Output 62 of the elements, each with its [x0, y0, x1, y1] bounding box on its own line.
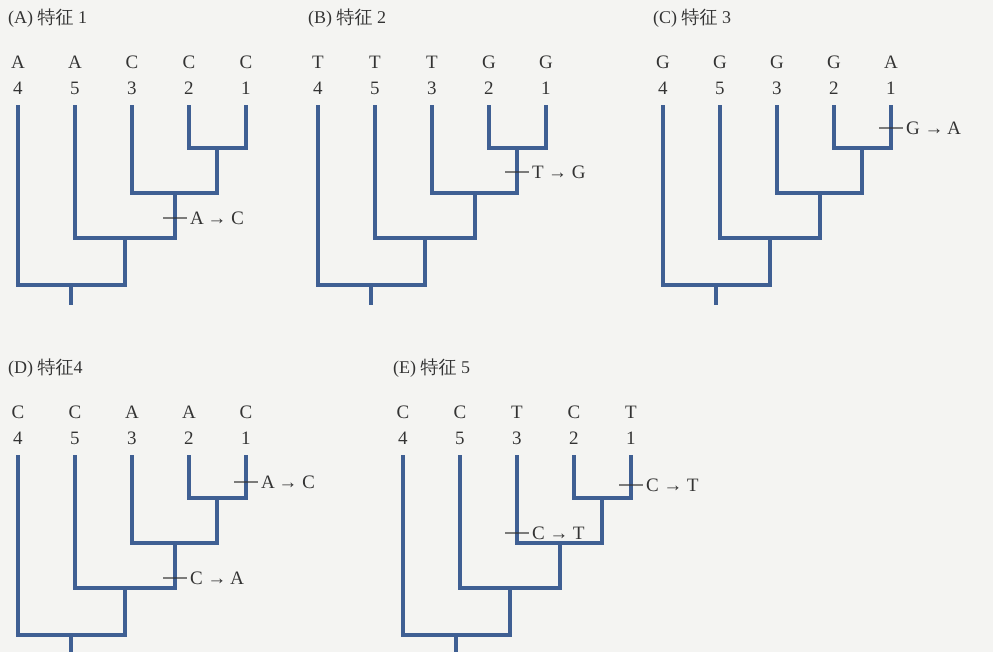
taxon-number: 5: [715, 78, 724, 98]
base-label: G: [482, 52, 496, 72]
base-label: A: [125, 402, 139, 422]
taxon-number: 4: [13, 428, 22, 448]
mutation-label: C → T: [646, 476, 698, 494]
base-label: G: [713, 52, 727, 72]
mutation-label: A → C: [261, 472, 315, 492]
taxon-number: 4: [13, 78, 22, 98]
base-label: C: [240, 52, 252, 72]
panel-title: (A) 特征 1: [8, 8, 87, 26]
base-label: G: [770, 52, 784, 72]
base-label: G: [539, 52, 553, 72]
taxon-number: 3: [427, 78, 436, 98]
base-label: C: [68, 402, 82, 422]
taxon-number: 2: [569, 428, 578, 448]
taxon-number: 1: [241, 428, 250, 448]
base-label: T: [426, 52, 438, 72]
taxon-number: 2: [484, 78, 494, 98]
base-label: C: [240, 402, 252, 422]
taxon-number: 4: [313, 78, 322, 98]
taxon-number: 1: [626, 428, 636, 448]
base-label: C: [182, 52, 196, 72]
taxon-number: 3: [127, 428, 136, 448]
taxon-number: 3: [772, 78, 782, 98]
mutation-label: T → G: [532, 162, 586, 182]
base-label: C: [396, 402, 410, 422]
taxon-number: 3: [512, 428, 522, 448]
base-label: C: [12, 402, 24, 422]
base-label: G: [656, 52, 670, 72]
mutation-label: C → T: [532, 524, 584, 542]
taxon-number: 4: [398, 428, 408, 448]
base-label: C: [126, 52, 138, 72]
base-label: G: [827, 52, 841, 72]
panel-title: (C) 特征 3: [653, 8, 731, 26]
base-label: A: [884, 52, 898, 72]
base-label: C: [568, 402, 580, 422]
taxon-number: 5: [370, 78, 380, 98]
taxon-number: 1: [541, 78, 550, 98]
taxon-number: 2: [184, 78, 194, 98]
taxon-number: 5: [70, 78, 80, 98]
taxon-number: 1: [886, 78, 896, 98]
base-label: C: [454, 402, 466, 422]
taxon-number: 5: [455, 428, 464, 448]
taxon-number: 1: [241, 78, 250, 98]
base-label: A: [68, 52, 82, 72]
panel-title: (E) 特征 5: [393, 358, 470, 376]
taxon-number: 5: [70, 428, 80, 448]
base-label: T: [369, 52, 381, 72]
mutation-label: C → A: [190, 568, 244, 588]
base-label: T: [312, 52, 324, 72]
base-label: A: [11, 52, 25, 72]
base-label: T: [625, 402, 637, 422]
mutation-label: G → A: [906, 118, 961, 138]
mutation-label: A → C: [190, 208, 244, 228]
taxon-number: 4: [658, 78, 668, 98]
base-label: A: [182, 402, 196, 422]
taxon-number: 3: [127, 78, 136, 98]
taxon-number: 2: [829, 78, 838, 98]
base-label: T: [511, 402, 523, 422]
taxon-number: 2: [184, 428, 194, 448]
panel-title: (D) 特征4: [8, 358, 82, 376]
panel-title: (B) 特征 2: [308, 8, 386, 26]
